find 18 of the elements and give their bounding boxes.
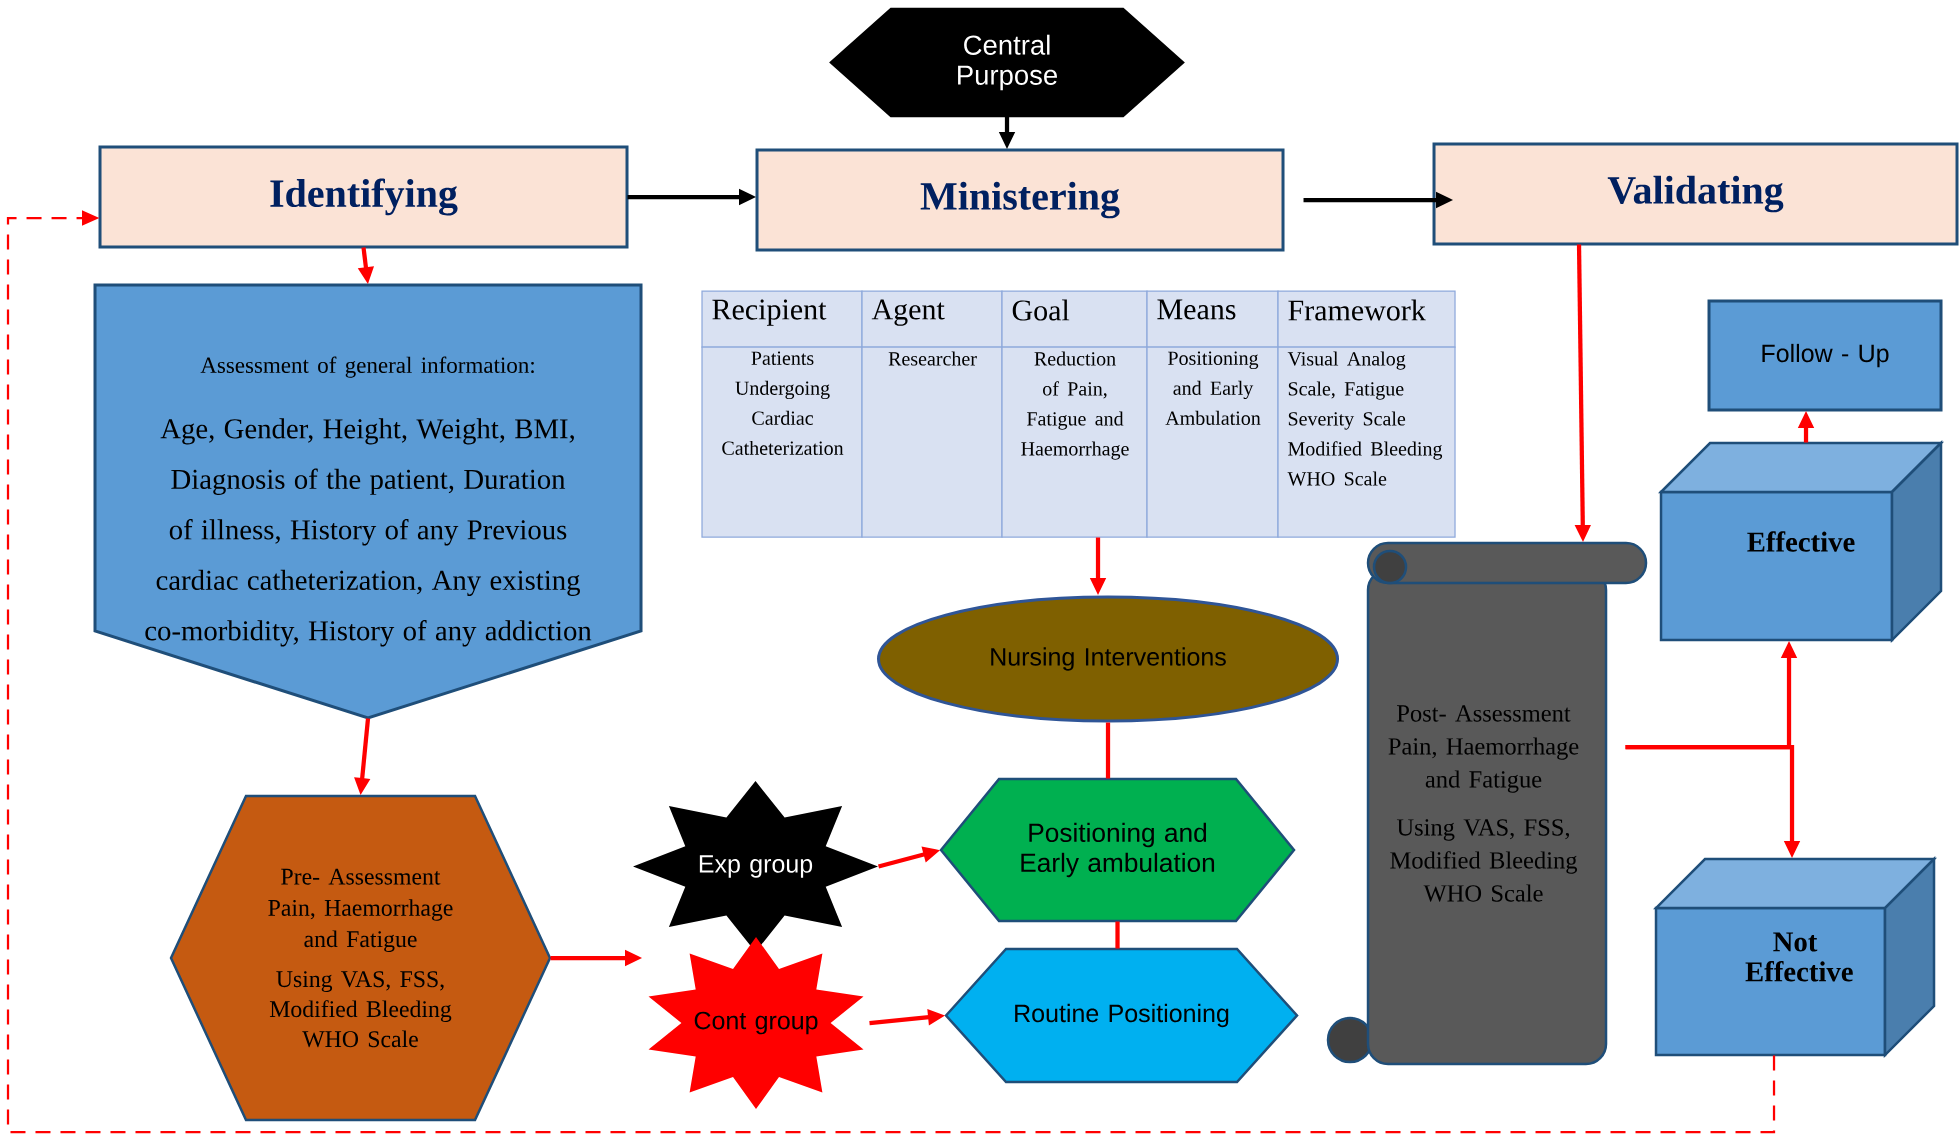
table-cell: Framework <box>1277 290 1456 348</box>
table-cell: Goal <box>1001 290 1148 348</box>
hexagon: Positioning and Early ambulation <box>939 777 1296 923</box>
star: Exp group <box>633 781 878 952</box>
table-cell: Agent <box>861 290 1003 348</box>
star: Cont group <box>648 937 864 1109</box>
pentagon: Assessment of general information: Age, Gender, Height, Weight, BMI, Diagnosis of the patient, Duration of illness, History of any Previous cardiac catheterization, Any existing co-morbidity, History of any addiction <box>93 283 643 720</box>
table-cell: Recipient <box>701 290 863 348</box>
hexagon: Pre- Assessment Pain, Haemorrhage and Fatigue Using VAS, FSS, Modified Bleeding WHO Scale <box>169 794 552 1122</box>
hexagon: Routine Positioning <box>944 947 1299 1084</box>
box: Follow - Up <box>1707 299 1943 412</box>
arrow <box>6 210 1776 1134</box>
table-cell: Means <box>1146 290 1279 348</box>
scroll: Post- Assessment Pain, Haemorrhage and Fatigue Using VAS, FSS, Modified Bleeding WHO Scale <box>1326 541 1648 1066</box>
hexagon: Central Purpose <box>829 7 1185 118</box>
heading-box: Identifying <box>98 145 629 249</box>
heading-box: Ministering <box>755 148 1285 252</box>
heading-box: Validating <box>1432 142 1959 246</box>
